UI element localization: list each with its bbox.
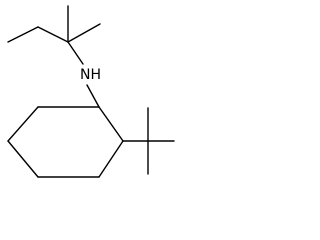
bond-nitrogen-ring-c1 (86, 84, 100, 108)
bond-ch2-quaternary-c (37, 26, 69, 43)
cyclohexane-ring (7, 106, 124, 178)
ring-bond-c5-c6 (7, 106, 39, 142)
bond-ethyl-ch3-ch2 (7, 26, 39, 43)
ring-bond-c2-c3 (98, 140, 124, 178)
bond-quaternary-c-methyl-right (67, 23, 101, 43)
ring-bond-c4-c5 (7, 140, 39, 178)
ring-bond-c1-c2 (98, 106, 124, 142)
nh-label: NH (80, 67, 101, 83)
bond-quaternary-c-nitrogen (67, 41, 84, 65)
tert-pentyl-group (7, 5, 101, 65)
molecule-structure: NH (7, 5, 175, 178)
tert-butyl-group (122, 107, 175, 175)
